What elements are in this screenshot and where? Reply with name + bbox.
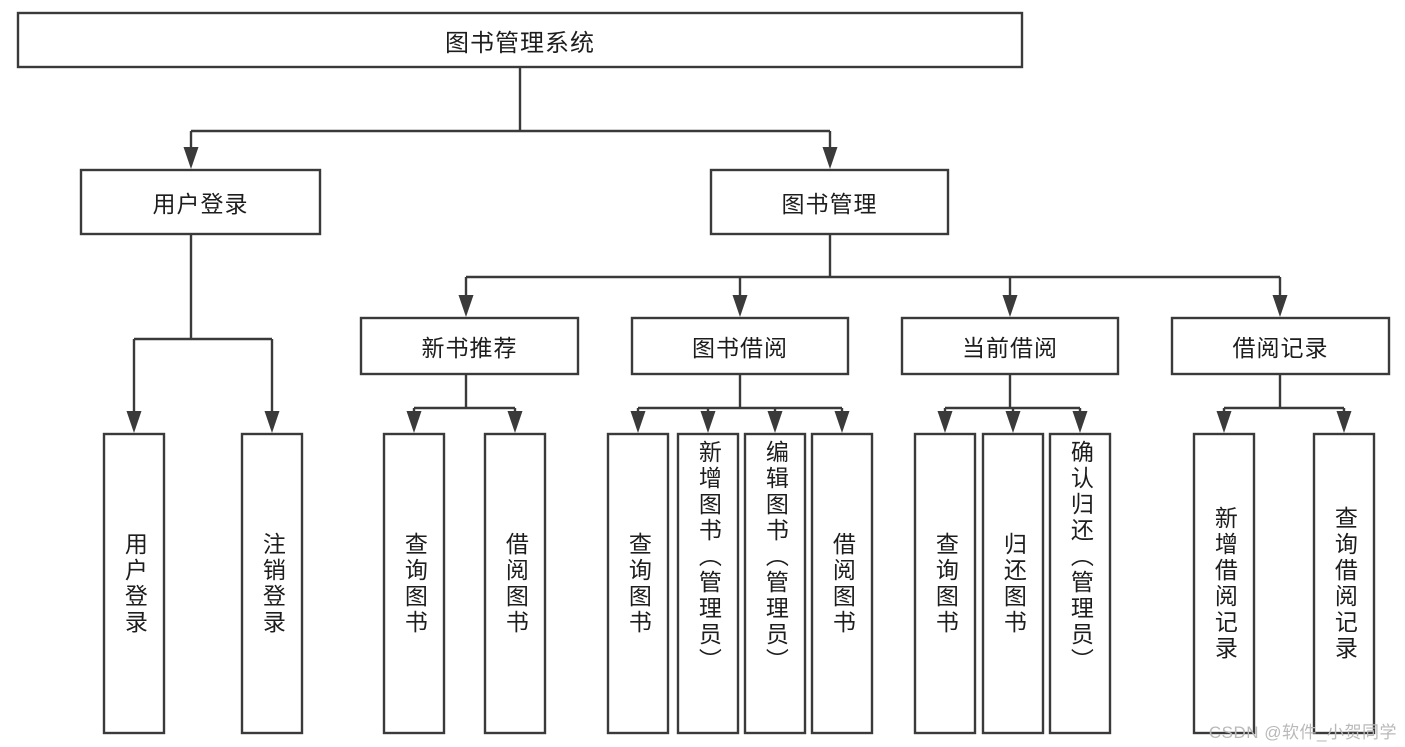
node-box-leaf-return-book[interactable] [981, 432, 1045, 735]
connector-conn-current-borrow [937, 374, 1088, 433]
node-box-leaf-borrow-book-rec[interactable] [483, 432, 547, 735]
node-box-leaf-confirm-return[interactable] [1048, 432, 1112, 735]
node-box-borrow-record[interactable] [1170, 316, 1391, 376]
node-box-leaf-user-login[interactable] [102, 432, 166, 735]
connector-conn-user-login [126, 234, 280, 433]
node-box-book-borrow[interactable] [630, 316, 850, 376]
connector-conn-book-borrow [630, 374, 850, 433]
node-box-leaf-add-book[interactable] [676, 432, 740, 735]
connector-conn-book-manage [458, 234, 1288, 317]
connector-conn-root [183, 67, 838, 169]
node-box-book-manage[interactable] [709, 168, 950, 236]
node-box-leaf-query-book-borrow[interactable] [606, 432, 670, 735]
box-layer [16, 11, 1391, 735]
node-box-leaf-query-book-current[interactable] [913, 432, 977, 735]
node-box-leaf-query-record[interactable] [1312, 432, 1376, 735]
node-box-leaf-user-logout[interactable] [240, 432, 304, 735]
node-box-current-borrow[interactable] [900, 316, 1120, 376]
node-box-leaf-query-book-rec[interactable] [382, 432, 446, 735]
node-box-leaf-add-record[interactable] [1192, 432, 1256, 735]
node-box-root[interactable] [16, 11, 1024, 69]
connector-layer [126, 67, 1352, 433]
node-box-user-login[interactable] [79, 168, 322, 236]
node-box-leaf-edit-book[interactable] [743, 432, 807, 735]
node-box-new-book-rec[interactable] [359, 316, 580, 376]
connector-conn-borrow-record [1216, 374, 1352, 433]
node-box-leaf-borrow-book[interactable] [810, 432, 874, 735]
connector-conn-new-book-rec [406, 374, 523, 433]
